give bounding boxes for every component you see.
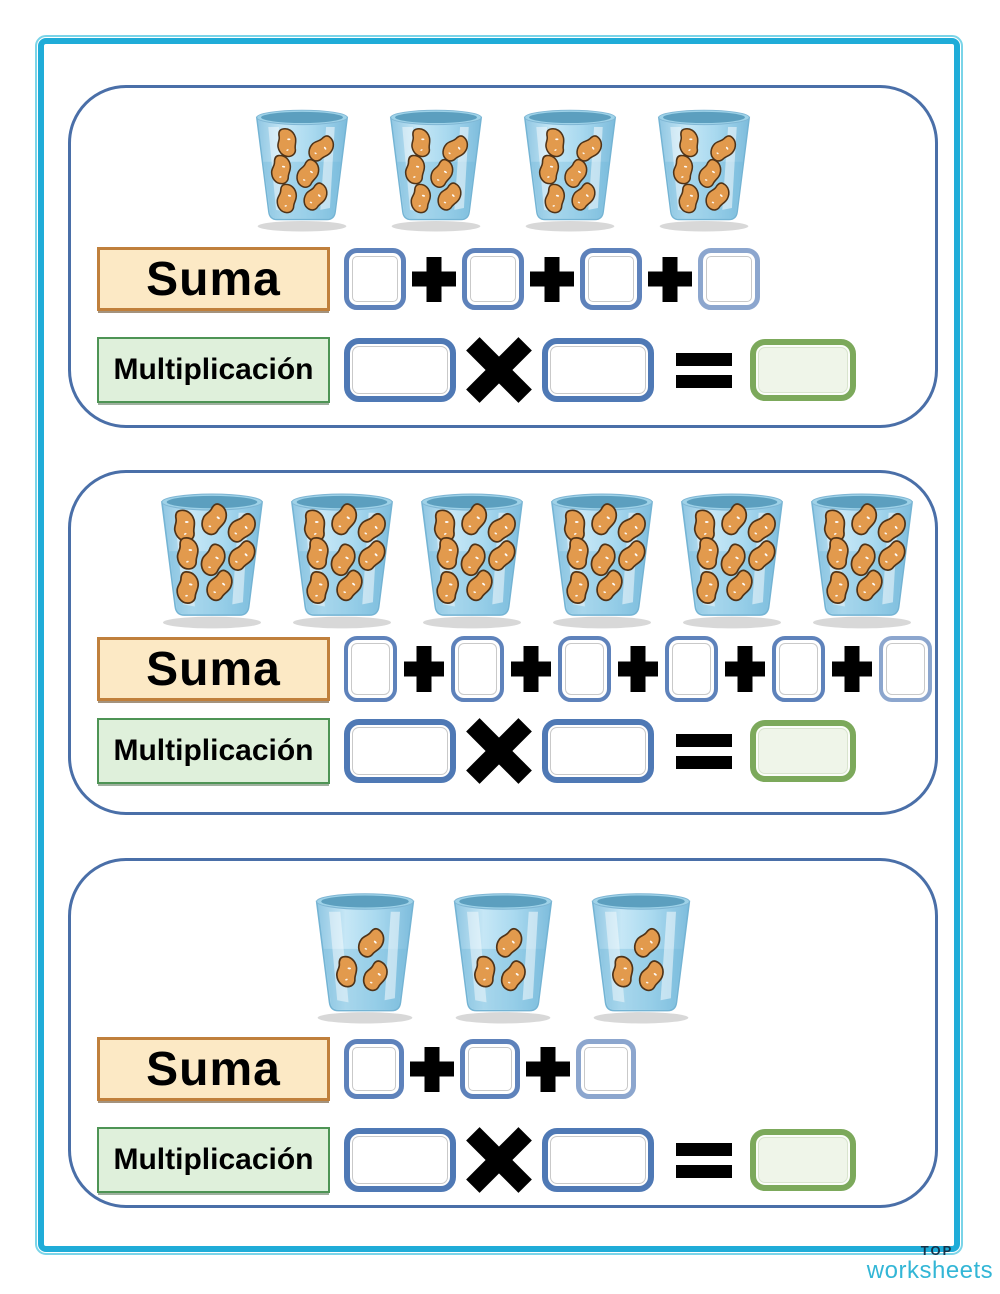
multiplier-input[interactable] xyxy=(344,338,456,402)
cup-of-beans xyxy=(389,109,483,232)
sum-addend-input[interactable] xyxy=(580,248,642,310)
multiplicand-input[interactable] xyxy=(542,338,654,402)
cup-of-beans xyxy=(420,493,524,629)
sum-equation xyxy=(344,248,760,310)
sum-addend-input[interactable] xyxy=(879,636,932,702)
sum-row: Suma xyxy=(97,247,935,311)
sum-row: Suma xyxy=(97,1037,935,1101)
sum-label: Suma xyxy=(97,1037,330,1101)
sum-addend-input[interactable] xyxy=(462,248,524,310)
plus-icon xyxy=(648,256,692,302)
sum-addend-input[interactable] xyxy=(576,1039,636,1099)
product-input[interactable] xyxy=(750,339,856,401)
sum-equation xyxy=(344,636,932,702)
cup-of-beans xyxy=(290,493,394,629)
cup-of-beans xyxy=(160,493,264,629)
exercise-panel-3: Suma Multiplicación xyxy=(68,858,938,1208)
cup-of-beans xyxy=(550,493,654,629)
multiplier-input[interactable] xyxy=(344,719,456,783)
sum-label: Suma xyxy=(97,637,330,701)
sum-addend-input[interactable] xyxy=(344,636,397,702)
cup-of-beans xyxy=(657,109,751,232)
plus-icon xyxy=(511,646,551,692)
times-icon xyxy=(466,337,532,403)
cup-of-beans xyxy=(255,109,349,232)
exercise-sections: Suma Multiplicación xyxy=(44,85,954,1208)
cup-of-beans xyxy=(453,893,553,1024)
product-input[interactable] xyxy=(750,1129,856,1191)
multiplier-input[interactable] xyxy=(344,1128,456,1192)
plus-icon xyxy=(410,1046,454,1092)
times-icon xyxy=(466,718,532,784)
multiplication-equation xyxy=(344,718,856,784)
multiplication-row: Multiplicación xyxy=(97,718,935,784)
sum-addend-input[interactable] xyxy=(451,636,504,702)
exercise-panel-1: Suma Multiplicación xyxy=(68,85,938,428)
cups-row xyxy=(71,485,935,630)
sum-addend-input[interactable] xyxy=(698,248,760,310)
sum-addend-input[interactable] xyxy=(772,636,825,702)
worksheet-frame: Suma Multiplicación xyxy=(35,35,963,1255)
multiplication-label: Multiplicación xyxy=(97,337,330,403)
multiplicand-input[interactable] xyxy=(542,1128,654,1192)
equals-icon xyxy=(676,1142,732,1178)
plus-icon xyxy=(526,1046,570,1092)
cup-of-beans xyxy=(315,893,415,1024)
cup-of-beans xyxy=(680,493,784,629)
logo-top-text: TOP xyxy=(920,1243,954,1258)
plus-icon xyxy=(725,646,765,692)
sum-addend-input[interactable] xyxy=(344,1039,404,1099)
cup-of-beans xyxy=(810,493,914,629)
cup-of-beans xyxy=(523,109,617,232)
equals-icon xyxy=(676,352,732,388)
multiplication-row: Multiplicación xyxy=(97,1127,935,1193)
cup-of-beans xyxy=(591,893,691,1024)
plus-icon xyxy=(618,646,658,692)
times-icon xyxy=(466,1127,532,1193)
multiplication-label: Multiplicación xyxy=(97,718,330,784)
sum-addend-input[interactable] xyxy=(344,248,406,310)
logo-worksheets-text: worksheets xyxy=(866,1257,994,1284)
cups-row xyxy=(71,885,935,1025)
product-input[interactable] xyxy=(750,720,856,782)
sum-addend-input[interactable] xyxy=(665,636,718,702)
multiplication-row: Multiplicación xyxy=(97,337,935,403)
topworksheets-logo: TOP worksheets xyxy=(862,1244,998,1283)
exercise-panel-2: Suma Multiplicación xyxy=(68,470,938,815)
plus-icon xyxy=(404,646,444,692)
cups-row xyxy=(71,102,935,233)
multiplication-label: Multiplicación xyxy=(97,1127,330,1193)
multiplicand-input[interactable] xyxy=(542,719,654,783)
sum-addend-input[interactable] xyxy=(460,1039,520,1099)
sum-label: Suma xyxy=(97,247,330,311)
multiplication-equation xyxy=(344,337,856,403)
sum-addend-input[interactable] xyxy=(558,636,611,702)
plus-icon xyxy=(530,256,574,302)
plus-icon xyxy=(832,646,872,692)
equals-icon xyxy=(676,733,732,769)
sum-equation xyxy=(344,1039,636,1099)
plus-icon xyxy=(412,256,456,302)
sum-row: Suma xyxy=(97,636,935,702)
multiplication-equation xyxy=(344,1127,856,1193)
